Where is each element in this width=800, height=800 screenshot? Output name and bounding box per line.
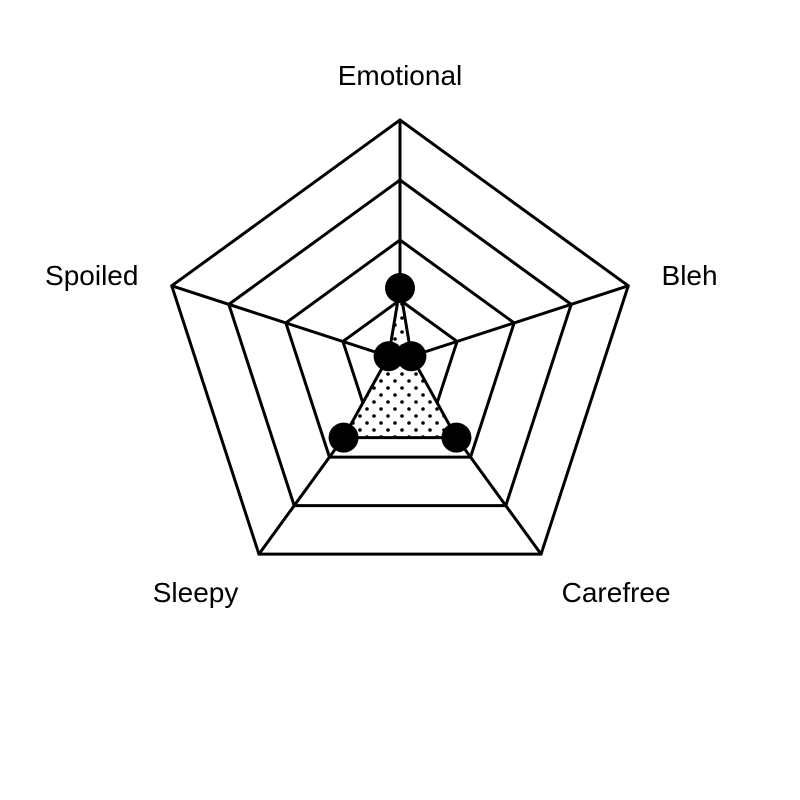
data-point-bleh bbox=[396, 341, 427, 372]
data-point-carefree bbox=[441, 422, 472, 453]
data-point-sleepy bbox=[328, 422, 359, 453]
grid-ring-2 bbox=[284, 238, 516, 459]
axis-label-sleepy: Sleepy bbox=[153, 577, 239, 608]
axis-label-spoiled: Spoiled bbox=[45, 260, 138, 291]
grid-ring-3 bbox=[227, 178, 573, 508]
data-point-emotional bbox=[385, 273, 415, 303]
axis-label-carefree: Carefree bbox=[562, 577, 671, 608]
axis-label-bleh: Bleh bbox=[662, 260, 718, 291]
grid-ring-4 bbox=[169, 118, 631, 556]
data-point-spoiled bbox=[373, 341, 404, 372]
radar-series bbox=[328, 273, 472, 453]
spoke-spoiled bbox=[171, 284, 401, 362]
spoke-bleh bbox=[399, 284, 629, 362]
axis-label-emotional: Emotional bbox=[338, 60, 463, 91]
